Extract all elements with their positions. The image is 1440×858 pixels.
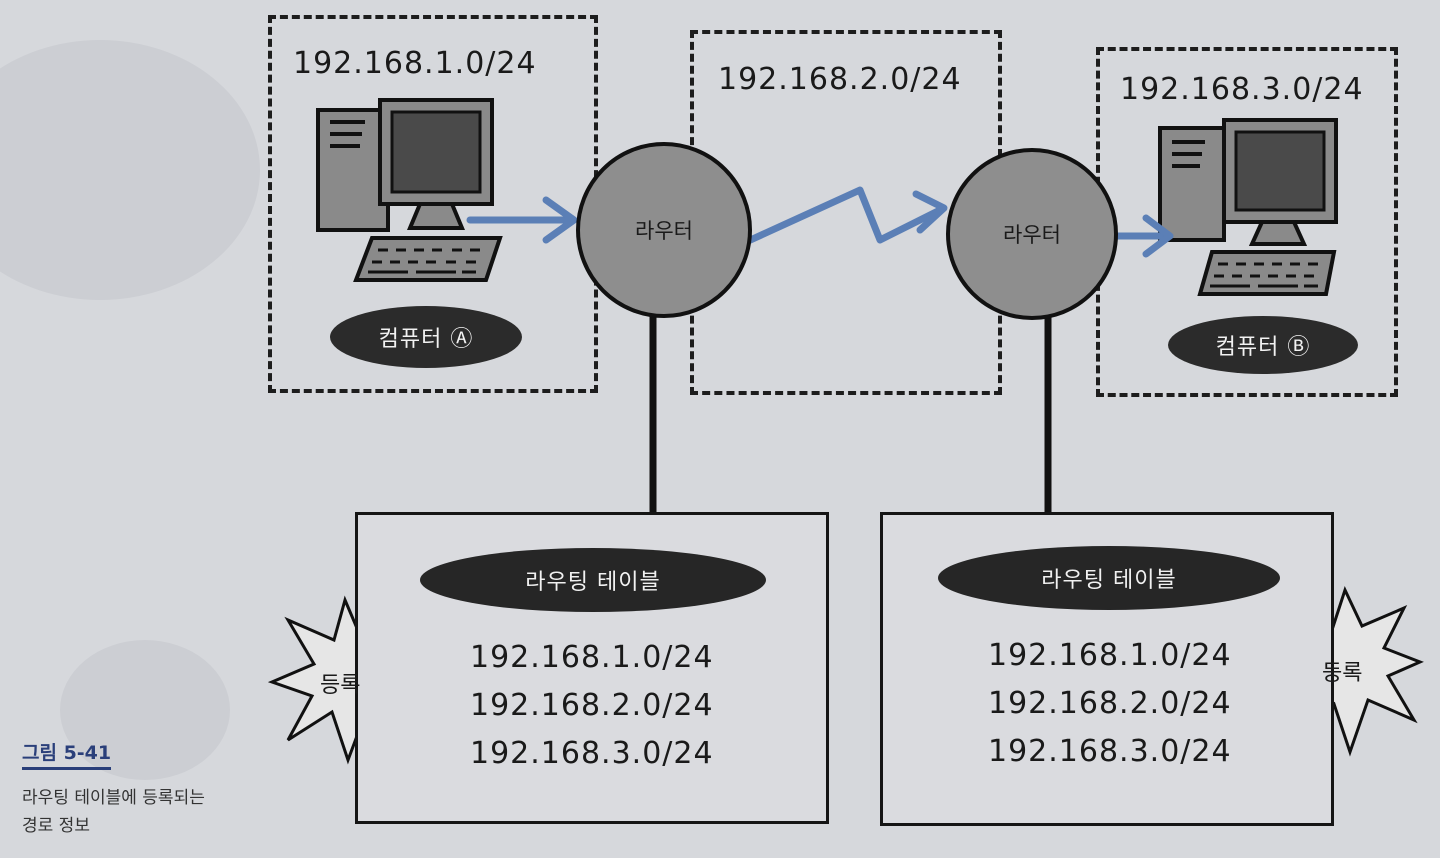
background-blob — [0, 40, 260, 300]
routing-table-left-route: 192.168.2.0/24 — [470, 688, 714, 723]
router-left-label: 라우터 — [635, 219, 693, 243]
register-label-left: 등록 — [320, 673, 361, 698]
computer-b-icon — [1158, 118, 1338, 296]
network-label-right: 192.168.3.0/24 — [1120, 72, 1364, 107]
network-label-left: 192.168.1.0/24 — [293, 46, 537, 81]
figure-caption: 라우팅 테이블에 등록되는 경로 정보 — [22, 788, 205, 836]
packet-flow-arrow — [466, 186, 1174, 258]
computer-a-text: 컴퓨터 Ⓐ — [378, 327, 474, 352]
background-blob — [60, 640, 230, 780]
routing-table-left-title: 라우팅 테이블 — [420, 548, 766, 612]
computer-b-label: 컴퓨터 Ⓑ — [1168, 316, 1358, 374]
figure-number: 그림 5-41 — [22, 738, 112, 770]
routing-table-right-title: 라우팅 테이블 — [938, 546, 1280, 610]
router-left: 라우터 — [576, 142, 752, 318]
computer-a-label: 컴퓨터 Ⓐ — [330, 306, 522, 368]
routing-table-left-route: 192.168.1.0/24 — [470, 640, 714, 675]
router-right: 라우터 — [946, 148, 1118, 320]
register-label-right: 등록 — [1322, 661, 1363, 686]
routing-table-right-route: 192.168.1.0/24 — [988, 638, 1232, 673]
routing-table-left-title-text: 라우팅 테이블 — [525, 570, 661, 595]
router-right-label: 라우터 — [1003, 223, 1061, 247]
computer-a-icon — [316, 98, 503, 282]
network-label-middle: 192.168.2.0/24 — [718, 62, 962, 97]
routing-table-right-route: 192.168.3.0/24 — [988, 734, 1232, 769]
computer-b-text: 컴퓨터 Ⓑ — [1215, 335, 1311, 360]
routing-table-right-title-text: 라우팅 테이블 — [1041, 568, 1177, 593]
routing-table-right-route: 192.168.2.0/24 — [988, 686, 1232, 721]
routing-table-left-route: 192.168.3.0/24 — [470, 736, 714, 771]
